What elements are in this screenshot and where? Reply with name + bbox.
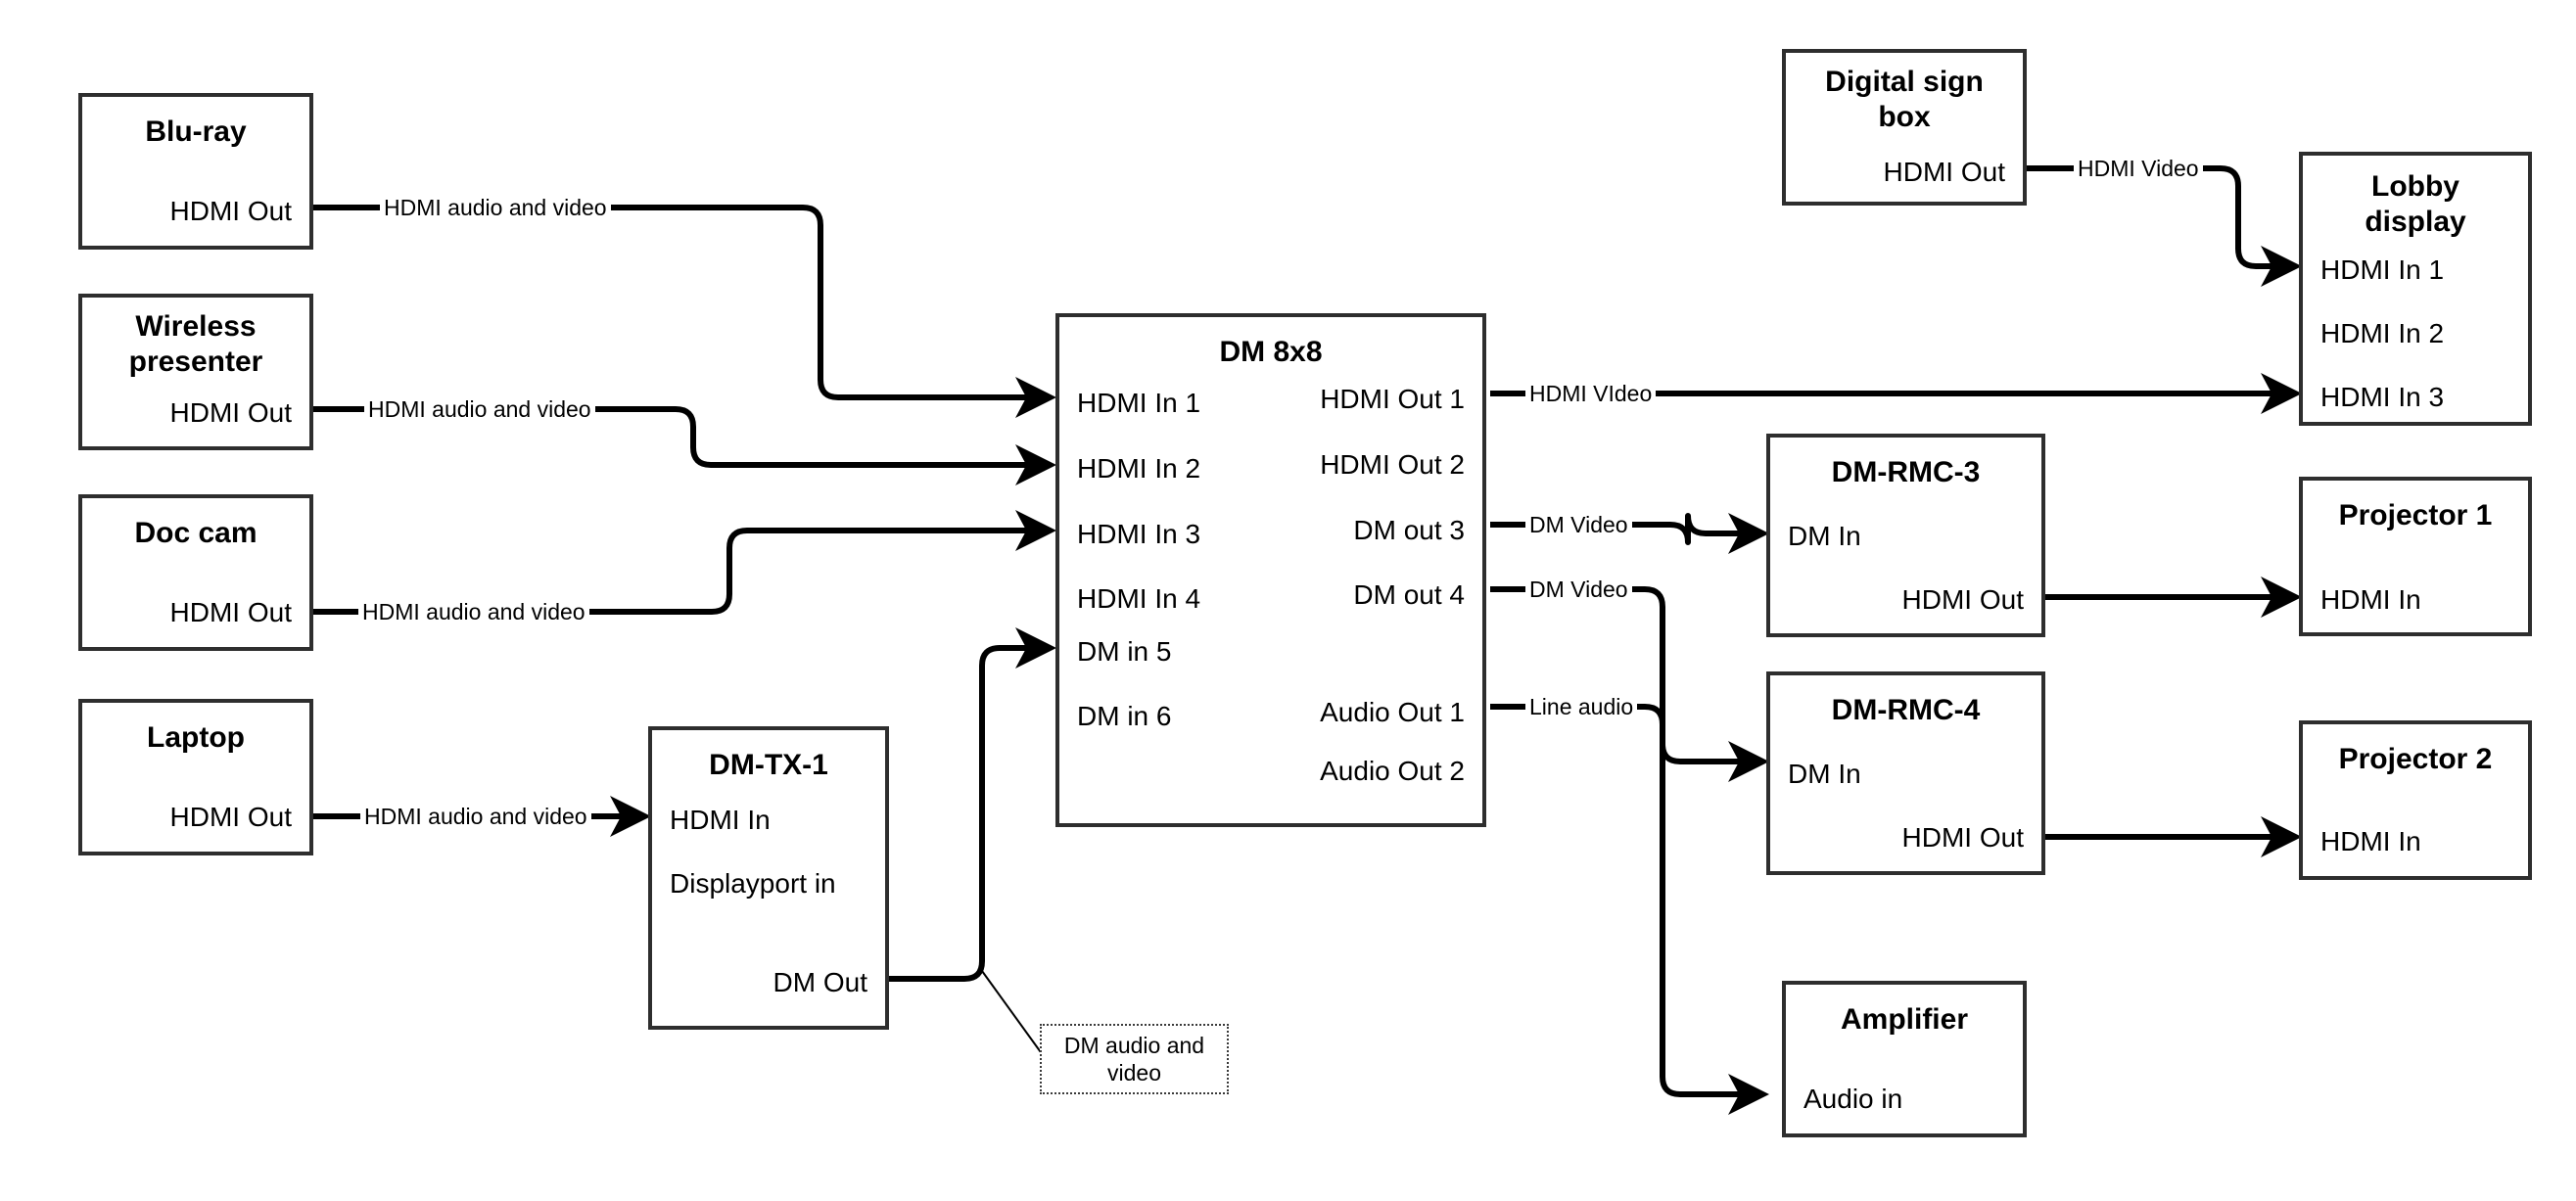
- edge-label-hdmi-video-lobby: HDMI VIdeo: [1525, 381, 1657, 406]
- port-wireless-presenter-hdmi-out[interactable]: HDMI Out: [169, 397, 292, 428]
- port-dm-rmc-3-dm-in[interactable]: DM In: [1788, 521, 1861, 551]
- wire-bluray-to-hdmi-in1: [313, 205, 1056, 418]
- edge-label-laptop: HDMI audio and video: [360, 804, 591, 829]
- wire-dmtx1-to-dm-in5: [889, 627, 1056, 982]
- port-doc-cam-hdmi-out[interactable]: HDMI Out: [169, 597, 292, 627]
- port-dm-8x8-audio-out-1[interactable]: Audio Out 1: [1320, 697, 1465, 727]
- node-projector-2[interactable]: Projector 2 HDMI In: [2299, 720, 2532, 880]
- port-dm-8x8-dm-out-3[interactable]: DM out 3: [1353, 515, 1465, 545]
- port-dm-8x8-hdmi-in-3[interactable]: HDMI In 3: [1077, 519, 1201, 549]
- port-dm-tx-1-dm-out[interactable]: DM Out: [773, 967, 867, 997]
- port-dm-rmc-3-hdmi-out[interactable]: HDMI Out: [1901, 584, 2024, 615]
- port-lobby-display-hdmi-in-1[interactable]: HDMI In 1: [2320, 254, 2445, 285]
- node-lobby-display[interactable]: Lobby display HDMI In 1 HDMI In 2 HDMI I…: [2299, 152, 2532, 426]
- port-laptop-hdmi-out[interactable]: HDMI Out: [169, 802, 292, 832]
- edge-label-doccam: HDMI audio and video: [358, 599, 589, 624]
- edge-label-line-audio: Line audio: [1525, 694, 1638, 719]
- port-lobby-display-hdmi-in-2[interactable]: HDMI In 2: [2320, 318, 2445, 348]
- edge-label-bluray: HDMI audio and video: [380, 195, 611, 220]
- port-projector-2-hdmi-in[interactable]: HDMI In: [2320, 826, 2421, 856]
- port-dm-8x8-hdmi-in-2[interactable]: HDMI In 2: [1077, 453, 1201, 484]
- node-dm-tx-1-title: DM-TX-1: [709, 749, 828, 781]
- wire-dm-out4-to-rmc4: [1490, 586, 1769, 782]
- port-projector-1-hdmi-in[interactable]: HDMI In: [2320, 584, 2421, 615]
- node-laptop-title: Laptop: [147, 721, 245, 754]
- node-dm-rmc-3[interactable]: DM-RMC-3 DM In HDMI Out: [1766, 434, 2045, 637]
- node-dm-8x8-title: DM 8x8: [1219, 336, 1323, 368]
- port-lobby-display-hdmi-in-3[interactable]: HDMI In 3: [2320, 382, 2445, 412]
- port-dm-8x8-hdmi-out-2[interactable]: HDMI Out 2: [1320, 449, 1465, 480]
- annotation-line-2: video: [1107, 1060, 1161, 1086]
- port-digital-sign-box-hdmi-out[interactable]: HDMI Out: [1883, 157, 2005, 187]
- annotation-leader-line: [981, 970, 1047, 1060]
- port-bluray-hdmi-out[interactable]: HDMI Out: [169, 196, 292, 226]
- node-dm-rmc-4[interactable]: DM-RMC-4 DM In HDMI Out: [1766, 671, 2045, 875]
- edge-label-dm-video-3: DM Video: [1525, 512, 1632, 537]
- node-amplifier[interactable]: Amplifier Audio in: [1782, 981, 2027, 1137]
- node-dm-tx-1[interactable]: DM-TX-1 HDMI In Displayport in DM Out: [648, 726, 889, 1030]
- node-doc-cam-title: Doc cam: [134, 517, 258, 549]
- node-wireless-presenter-title-line1: Wireless: [135, 310, 257, 343]
- port-dm-8x8-hdmi-in-1[interactable]: HDMI In 1: [1077, 388, 1201, 418]
- port-dm-rmc-4-hdmi-out[interactable]: HDMI Out: [1901, 822, 2024, 853]
- node-lobby-display-title-line1: Lobby: [2371, 170, 2459, 203]
- node-bluray[interactable]: Blu-ray HDMI Out: [78, 93, 313, 250]
- node-projector-1[interactable]: Projector 1 HDMI In: [2299, 477, 2532, 636]
- node-laptop[interactable]: Laptop HDMI Out: [78, 699, 313, 855]
- port-dm-8x8-dm-in-5[interactable]: DM in 5: [1077, 636, 1172, 667]
- node-lobby-display-title-line2: display: [2365, 206, 2466, 238]
- port-dm-rmc-4-dm-in[interactable]: DM In: [1788, 759, 1861, 789]
- port-dm-8x8-dm-in-6[interactable]: DM in 6: [1077, 701, 1172, 731]
- node-projector-2-title: Projector 2: [2338, 743, 2493, 775]
- node-dm-8x8[interactable]: DM 8x8 HDMI In 1 HDMI In 2 HDMI In 3 HDM…: [1055, 313, 1486, 827]
- node-wireless-presenter[interactable]: Wireless presenter HDMI Out: [78, 294, 313, 450]
- edge-label-wireless: HDMI audio and video: [364, 396, 595, 422]
- port-dm-tx-1-hdmi-in[interactable]: HDMI In: [670, 805, 771, 835]
- annotation-line-1: DM audio and: [1063, 1033, 1205, 1058]
- port-dm-tx-1-displayport-in[interactable]: Displayport in: [670, 868, 836, 899]
- node-bluray-title: Blu-ray: [145, 115, 247, 148]
- node-digital-sign-box-title-line1: Digital sign: [1825, 66, 1984, 98]
- node-projector-1-title: Projector 1: [2338, 499, 2493, 531]
- port-dm-8x8-dm-out-4[interactable]: DM out 4: [1353, 579, 1465, 610]
- port-dm-8x8-hdmi-in-4[interactable]: HDMI In 4: [1077, 583, 1201, 614]
- node-dm-rmc-3-title: DM-RMC-3: [1831, 456, 1981, 488]
- port-amplifier-audio-in[interactable]: Audio in: [1803, 1084, 1903, 1114]
- node-doc-cam[interactable]: Doc cam HDMI Out: [78, 494, 313, 651]
- node-amplifier-title: Amplifier: [1840, 1003, 1969, 1036]
- port-dm-8x8-audio-out-2[interactable]: Audio Out 2: [1320, 756, 1465, 786]
- port-dm-8x8-hdmi-out-1[interactable]: HDMI Out 1: [1320, 384, 1465, 414]
- edge-label-dm-video-4: DM Video: [1525, 577, 1632, 602]
- node-digital-sign-box-title-line2: box: [1878, 101, 1931, 133]
- wire-audio-out1-to-amplifier: [1490, 704, 1769, 1115]
- node-digital-sign-box[interactable]: Digital sign box HDMI Out: [1782, 49, 2027, 206]
- node-wireless-presenter-title-line2: presenter: [128, 346, 263, 378]
- edge-label-hdmi-video-sign: HDMI Video: [2074, 156, 2203, 181]
- node-dm-rmc-4-title: DM-RMC-4: [1831, 694, 1981, 726]
- annotation-dm-audio-and-video: DM audio and video: [1040, 1024, 1229, 1094]
